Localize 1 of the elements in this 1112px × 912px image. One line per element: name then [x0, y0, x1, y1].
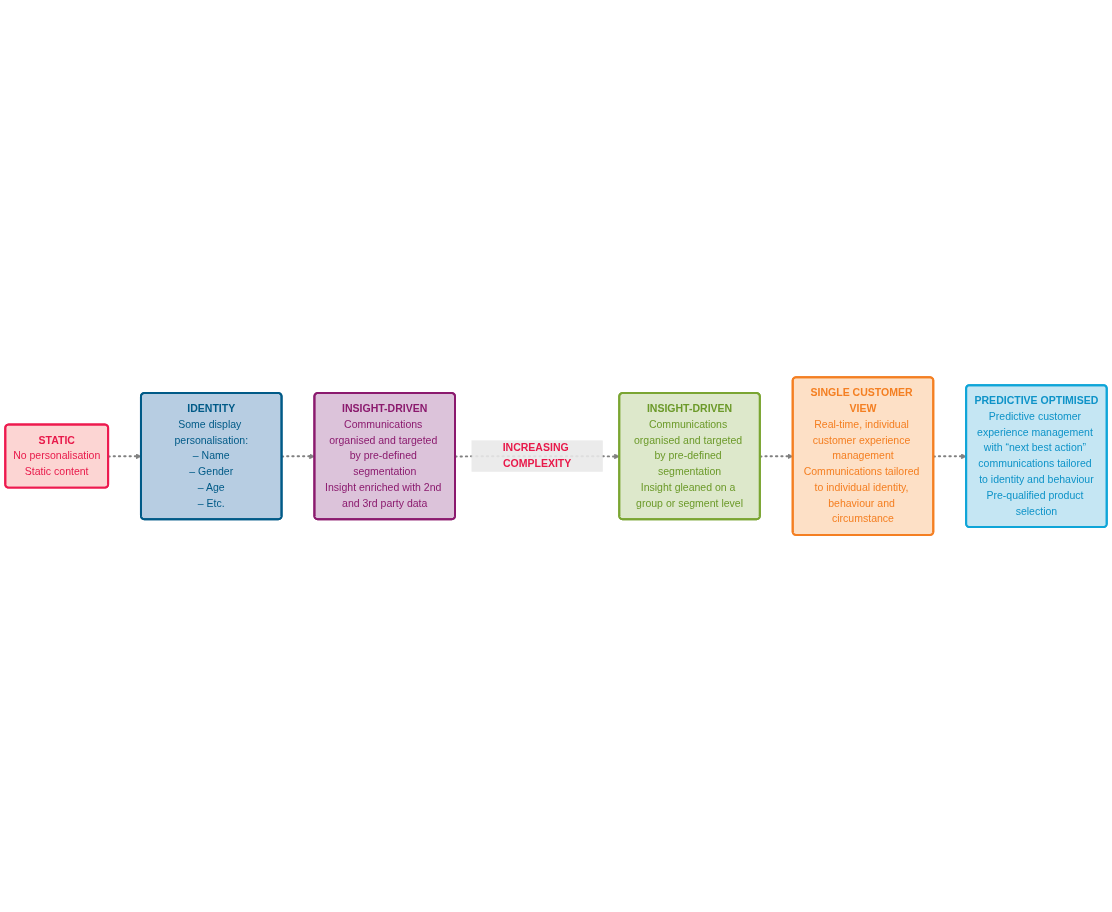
edge-label: INCREASING COMPLEXITY — [502, 442, 572, 470]
